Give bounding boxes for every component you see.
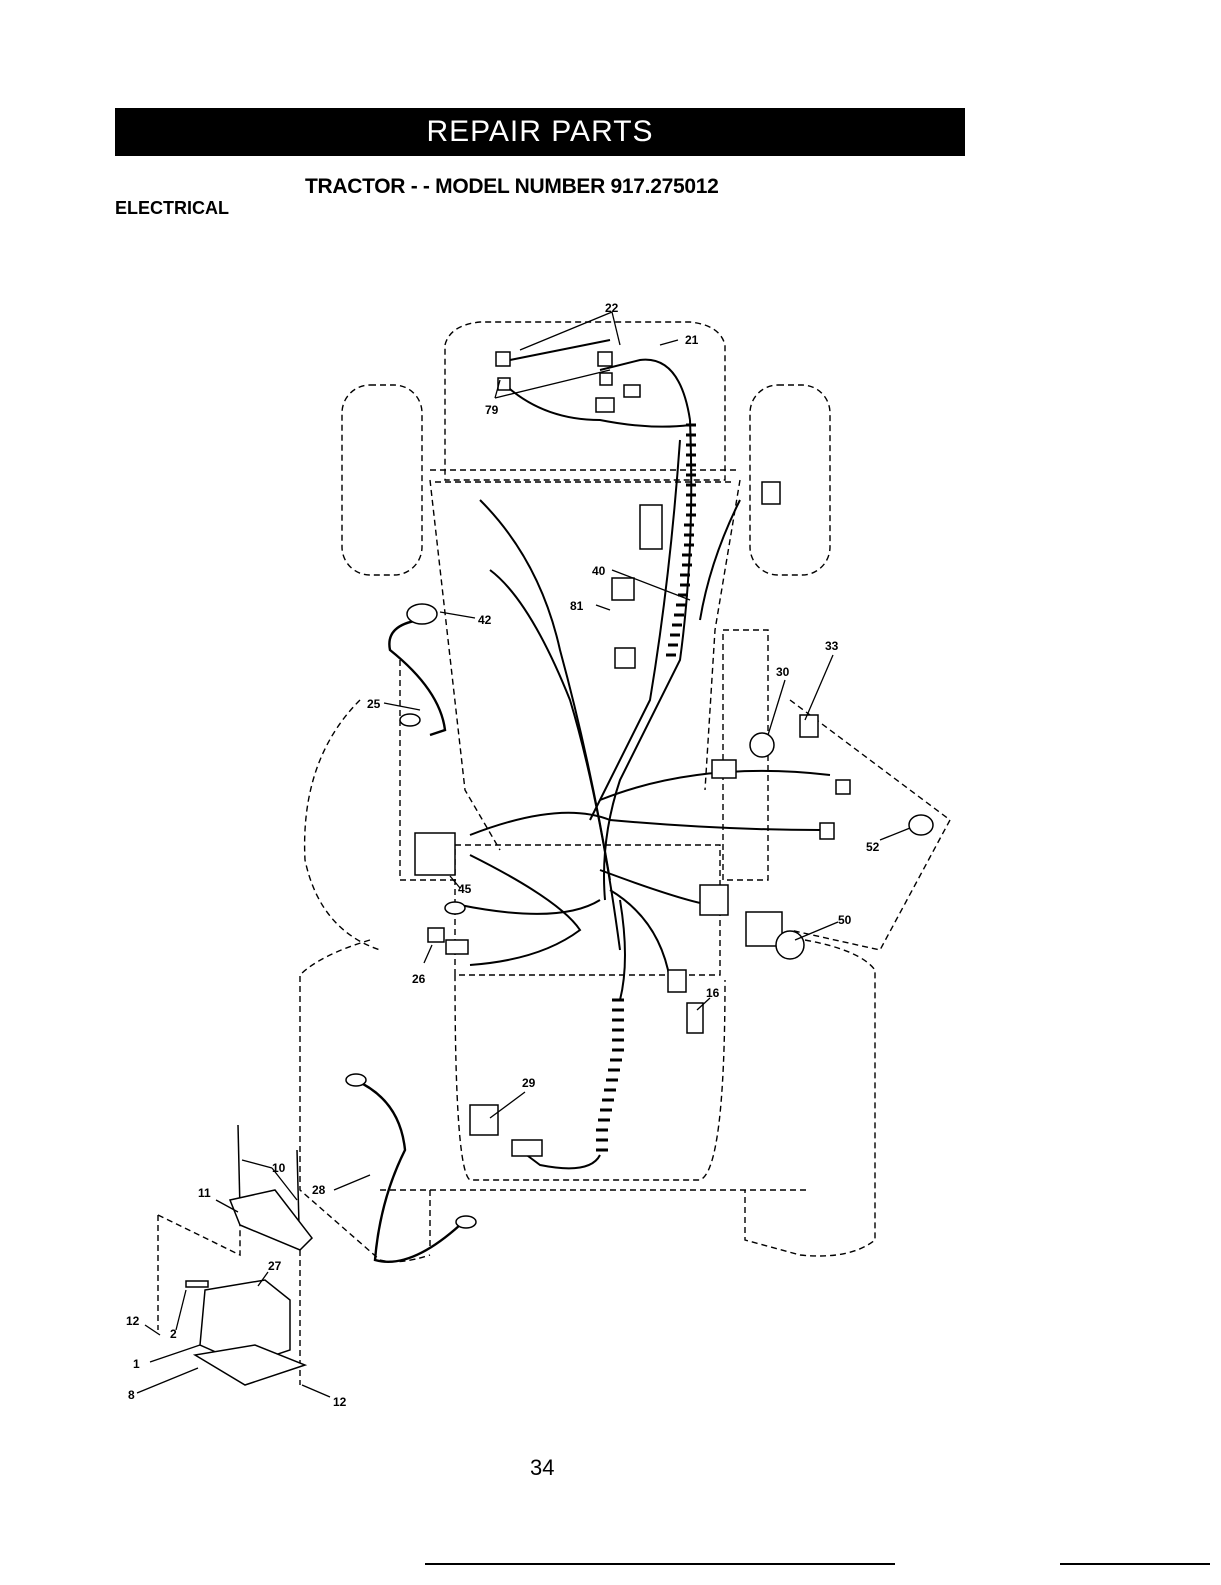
component-52 xyxy=(909,815,933,835)
connector-main xyxy=(700,885,728,915)
component-33 xyxy=(800,715,818,737)
callout-12-top: 12 xyxy=(126,1314,140,1328)
component-26 xyxy=(428,928,444,942)
component-45 xyxy=(415,833,455,875)
relay-81 xyxy=(612,578,634,600)
switch-30 xyxy=(750,733,774,757)
footer-rule xyxy=(425,1563,895,1565)
callout-28: 28 xyxy=(312,1183,326,1197)
callout-30: 30 xyxy=(776,665,790,679)
callout-22: 22 xyxy=(605,301,619,315)
callout-2: 2 xyxy=(170,1327,177,1341)
coil-lower xyxy=(596,1000,624,1150)
callout-27: 27 xyxy=(268,1259,282,1273)
hold-down-11 xyxy=(230,1190,312,1250)
callout-29: 29 xyxy=(522,1076,536,1090)
component-29 xyxy=(470,1105,498,1135)
callout-25: 25 xyxy=(367,697,381,711)
cable-28 xyxy=(355,1080,460,1262)
footer-rule-right xyxy=(1060,1563,1210,1565)
callout-12-bottom: 12 xyxy=(333,1395,347,1409)
callout-16: 16 xyxy=(706,986,720,1000)
callout-26: 26 xyxy=(412,972,426,986)
callout-79: 79 xyxy=(485,403,499,417)
page-number: 34 xyxy=(530,1455,554,1481)
callout-1: 1 xyxy=(133,1357,140,1371)
callout-45: 45 xyxy=(458,882,472,896)
callout-81: 81 xyxy=(570,599,584,613)
front-right-wheel-outline xyxy=(750,385,830,575)
callout-8: 8 xyxy=(128,1388,135,1402)
callout-10: 10 xyxy=(272,1161,286,1175)
callout-42: 42 xyxy=(478,613,492,627)
callout-21: 21 xyxy=(685,333,699,347)
front-left-wheel-outline xyxy=(342,385,422,575)
callout-11: 11 xyxy=(198,1186,211,1200)
callout-40: 40 xyxy=(592,564,606,578)
callout-50: 50 xyxy=(838,913,852,927)
callout-33: 33 xyxy=(825,639,839,653)
callout-52: 52 xyxy=(866,840,880,854)
